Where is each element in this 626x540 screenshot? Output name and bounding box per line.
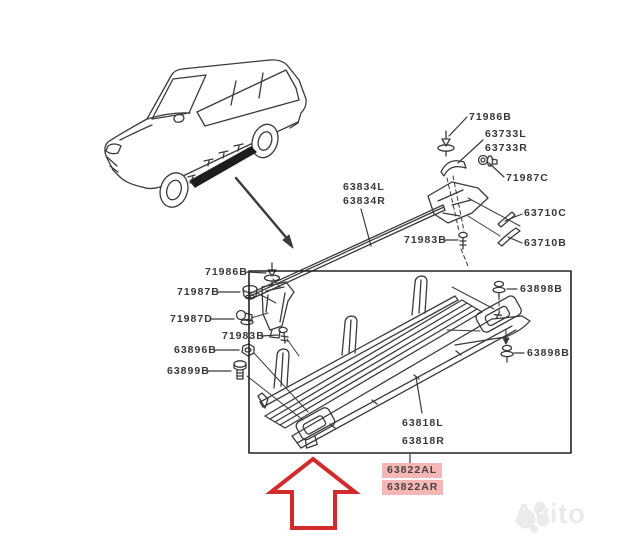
part-label-63898b-1: 63898B (520, 283, 563, 295)
screw-icon-71983b-top (458, 231, 468, 250)
car-running-board (187, 143, 257, 188)
part-label-71986b-left: 71986B (205, 266, 248, 278)
mounting-legs (273, 275, 428, 389)
screw-icon-71983b-left (278, 326, 289, 344)
shim-icon-63710c (497, 211, 516, 228)
part-label-71983b-top: 71983B (404, 234, 447, 246)
part-label-71987c: 71987C (506, 172, 549, 184)
part-label-63834l: 63834L (343, 181, 385, 193)
right-end-cap (454, 295, 531, 346)
part-label-63733r: 63733R (485, 142, 528, 154)
highlighted-part-label-63822al: 63822AL (382, 463, 443, 478)
part-label-71987d: 71987D (170, 313, 213, 325)
pointer-arrow-car-to-diagram (234, 176, 294, 249)
pushclip-icon-71986b-top (437, 130, 455, 157)
pushclip-icon-71986b-left (263, 262, 281, 287)
running-board-assembly-drawing (257, 275, 531, 449)
part-label-71986b-top: 71986B (469, 111, 512, 123)
molding-left-bracket (261, 281, 295, 339)
highlighted-part-label-63822ar: 63822AR (382, 480, 444, 495)
bolt-icon-63898b-1 (492, 280, 506, 299)
part-label-63898b-2: 63898B (527, 347, 570, 359)
left-step-pad (295, 407, 336, 449)
part-label-63834r: 63834R (343, 195, 386, 207)
shim-icon-63710b (497, 227, 521, 247)
part-label-63710c: 63710C (524, 207, 567, 219)
car-illustration (104, 59, 307, 208)
avito-watermark: Avito (514, 498, 585, 533)
part-label-71983b-left: 71983B (222, 330, 265, 342)
construction-lines (446, 286, 510, 345)
nut-icon-63896b (241, 343, 255, 357)
part-label-63899b: 63899B (167, 365, 210, 377)
cover-63733-drawing (440, 160, 467, 177)
red-highlight-arrow (265, 456, 361, 530)
molding-right-bracket (427, 160, 521, 267)
car-wheels (159, 123, 279, 208)
part-label-63733l: 63733L (485, 128, 527, 140)
part-label-63896b: 63896B (174, 344, 217, 356)
bolt-icon-71987c (477, 154, 498, 167)
label-leader-lines (206, 116, 525, 465)
avito-logo-icon (516, 501, 550, 533)
part-label-71987b: 71987B (177, 286, 220, 298)
part-label-63818l: 63818L (402, 417, 444, 429)
part-label-63818r: 63818R (402, 435, 445, 447)
part-label-63710b: 63710B (524, 237, 567, 249)
clip-icon-71987d (235, 309, 254, 326)
bolt-icon-63899b (233, 360, 247, 380)
bolt-icon-63898b-2 (500, 344, 514, 363)
grommet-icon-71987b (242, 284, 258, 300)
